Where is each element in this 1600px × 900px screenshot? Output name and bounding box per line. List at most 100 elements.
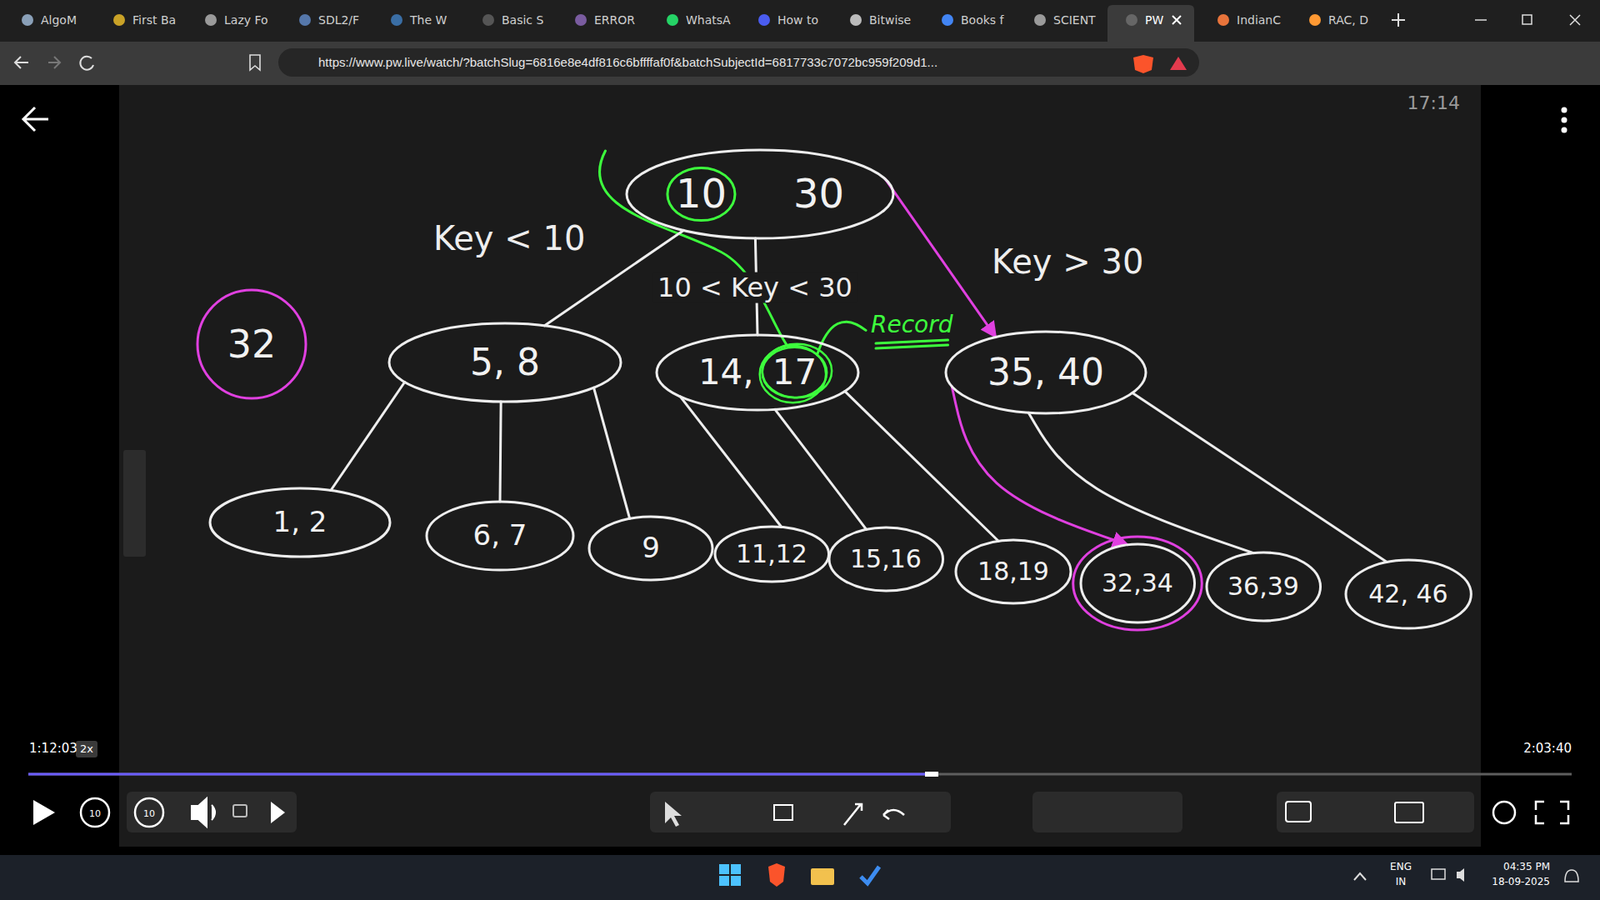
node-key: 1, 2 <box>273 505 328 539</box>
fullscreen-icon <box>1535 801 1569 824</box>
new-tab-icon <box>1391 13 1405 27</box>
root-node: 10 30 <box>625 148 895 240</box>
node-ellipse <box>1080 544 1195 623</box>
node-key: 18,19 <box>977 557 1050 587</box>
caption-icon <box>233 805 247 817</box>
clock-time: 04:35 PM <box>1503 861 1550 874</box>
elapsed-time: 1:12:03 <box>29 741 78 756</box>
tab-icon <box>758 14 770 26</box>
node-ellipse <box>656 335 859 410</box>
tree-pointer <box>500 401 501 502</box>
node-key: 30 <box>793 170 845 217</box>
tree-pointer <box>330 382 405 491</box>
tab-title: The W <box>410 13 447 27</box>
tree-pointer <box>951 386 1128 545</box>
speed-label: 2x <box>80 743 94 756</box>
search-path-stroke <box>599 150 786 345</box>
undo-tool <box>883 810 905 820</box>
close-tab-icon <box>1172 15 1181 25</box>
menu-dot <box>1561 107 1568 114</box>
start-logo <box>719 864 730 875</box>
tree-pointer <box>845 391 999 542</box>
leaf-node: 18,19 <box>954 538 1073 605</box>
node-key: 9 <box>641 531 660 565</box>
internal-node: 5, 8 <box>387 321 623 404</box>
folder-app-icon <box>810 868 835 885</box>
url-field <box>278 48 1200 77</box>
leaf-node: 1, 2 <box>208 486 392 559</box>
tab-title: SDL2/F <box>318 13 360 27</box>
range-label: Key < 10 <box>433 219 585 258</box>
window-close-icon <box>1570 15 1580 25</box>
tool-panel <box>1032 791 1183 833</box>
tree-pointer <box>775 409 867 530</box>
internal-node: 35, 40 <box>944 330 1148 415</box>
tab-title: Bitwise <box>869 13 911 27</box>
bookmark-icon <box>250 55 260 70</box>
node-outline <box>655 333 860 412</box>
shield-icon <box>1133 55 1154 74</box>
chat-icon <box>1285 801 1311 822</box>
forward-skip-icon <box>135 798 164 827</box>
node-ellipse <box>589 516 713 580</box>
tray-chevron <box>1354 873 1366 880</box>
start-logo <box>730 875 741 886</box>
skip-seconds: 10 <box>89 809 101 820</box>
blackboard <box>119 85 1481 847</box>
node-key: 10 <box>675 170 727 217</box>
network-icon <box>1431 869 1445 880</box>
tab-icon <box>113 14 125 26</box>
range-label: 10 < Key < 30 <box>652 272 858 304</box>
pointer-tool <box>665 801 682 827</box>
progress-track <box>28 773 1572 776</box>
reload-icon <box>80 56 94 70</box>
drawing-toolbar <box>650 791 951 833</box>
start-logo <box>719 875 730 886</box>
browser-app-icon <box>768 863 785 887</box>
control-pill <box>126 791 297 833</box>
node-ellipse <box>210 488 390 557</box>
tab-icon <box>482 14 495 26</box>
tab-icon <box>390 14 403 26</box>
tab-title: AlgoM <box>40 13 77 27</box>
underline-stroke <box>875 340 949 344</box>
node-key: 36,39 <box>1227 572 1300 602</box>
speed-badge <box>75 740 98 758</box>
menu-dot <box>1561 117 1568 124</box>
video-icon <box>1395 802 1424 823</box>
tab-title: Books f <box>960 13 1005 27</box>
node-ellipse <box>626 150 894 239</box>
chalk-note: Record <box>870 311 954 339</box>
tree-pointer <box>593 387 630 519</box>
minimize-icon <box>1475 19 1487 21</box>
rewind-icon <box>80 798 110 827</box>
tab-icon <box>941 14 954 26</box>
start-logo <box>730 864 741 875</box>
node-ellipse <box>197 290 306 399</box>
tab-icon <box>1034 14 1046 26</box>
node-ellipse <box>1206 552 1321 621</box>
sound-icon <box>1456 868 1465 882</box>
node-ellipse <box>829 527 944 591</box>
duration: 2:03:40 <box>1523 741 1572 756</box>
leaf-node: 9 <box>587 515 715 582</box>
todo-app-icon <box>860 866 880 884</box>
highlight-circle <box>760 345 826 403</box>
progress-thumb <box>925 771 939 777</box>
rewards-icon <box>1170 56 1187 70</box>
tab-bar <box>0 0 1600 42</box>
tab-icons <box>21 14 1321 26</box>
search-key-circle: 32 <box>195 288 308 400</box>
leaf-node: 6, 7 <box>425 500 575 572</box>
node-ellipse <box>955 540 1071 604</box>
skip-seconds: 10 <box>143 809 155 820</box>
tab-title: PW <box>1145 13 1164 27</box>
tab-title: WhatsA <box>685 13 731 27</box>
node-ellipse <box>389 323 621 402</box>
tab-icon <box>1217 14 1230 26</box>
tab-icon <box>299 14 311 26</box>
leaf-node: 11,12 <box>713 525 831 584</box>
node-key: 11,12 <box>735 540 808 570</box>
